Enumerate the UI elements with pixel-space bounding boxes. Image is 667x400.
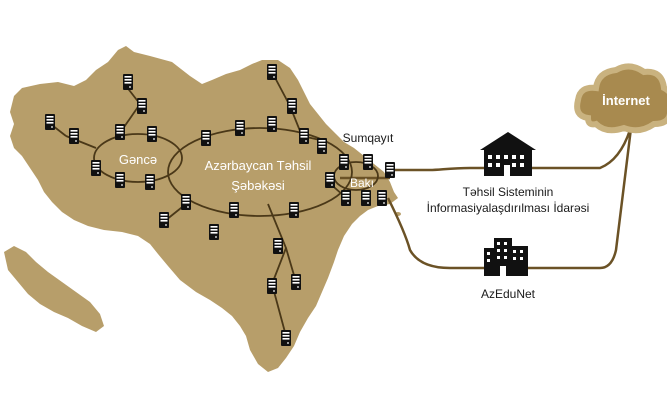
server-icon bbox=[115, 172, 125, 188]
label-internet: İnternet bbox=[602, 93, 650, 108]
server-icon bbox=[69, 128, 79, 144]
server-icon bbox=[115, 124, 125, 140]
server-icon bbox=[363, 154, 373, 170]
label-sumqayit: Sumqayıt bbox=[343, 131, 394, 145]
server-icon bbox=[267, 116, 277, 132]
server-icon bbox=[281, 330, 291, 346]
azerbaijan-map bbox=[10, 46, 398, 372]
server-icon bbox=[235, 120, 245, 136]
server-icon bbox=[201, 130, 211, 146]
label-network-line1: Azərbaycan Təhsil bbox=[205, 158, 312, 173]
external-links bbox=[340, 109, 642, 270]
label-baku: Bakı bbox=[350, 176, 374, 190]
server-icon bbox=[123, 74, 133, 90]
server-icon bbox=[299, 128, 309, 144]
label-ministry-line2: İnformasiyalaşdırılması İdarəsi bbox=[427, 201, 590, 215]
server-icon bbox=[145, 174, 155, 190]
label-ministry-line1: Təhsil Sisteminin bbox=[463, 185, 554, 199]
server-icon bbox=[377, 190, 387, 206]
server-icon bbox=[325, 172, 335, 188]
server-icon bbox=[287, 98, 297, 114]
label-ganja: Gəncə bbox=[119, 152, 157, 167]
server-icon bbox=[289, 202, 299, 218]
label-network-line2: Şəbəkəsi bbox=[231, 178, 285, 193]
cloud-icon bbox=[574, 63, 667, 134]
server-icon bbox=[317, 138, 327, 154]
nakhchivan-map bbox=[4, 246, 104, 332]
server-icon bbox=[267, 278, 277, 294]
server-icon bbox=[45, 114, 55, 130]
server-icon bbox=[181, 194, 191, 210]
server-icon bbox=[229, 202, 239, 218]
server-icon bbox=[209, 224, 219, 240]
server-icon bbox=[147, 126, 157, 142]
server-icon bbox=[273, 238, 283, 254]
server-icon bbox=[91, 160, 101, 176]
server-icon bbox=[137, 98, 147, 114]
building-icon bbox=[484, 238, 528, 276]
server-icon bbox=[341, 190, 351, 206]
label-azedunet: AzEduNet bbox=[481, 287, 536, 301]
server-icon bbox=[361, 190, 371, 206]
server-icon bbox=[267, 64, 277, 80]
server-icon bbox=[339, 154, 349, 170]
server-icon bbox=[291, 274, 301, 290]
server-icon bbox=[385, 162, 395, 178]
server-icon bbox=[159, 212, 169, 228]
building-icon bbox=[480, 132, 536, 176]
